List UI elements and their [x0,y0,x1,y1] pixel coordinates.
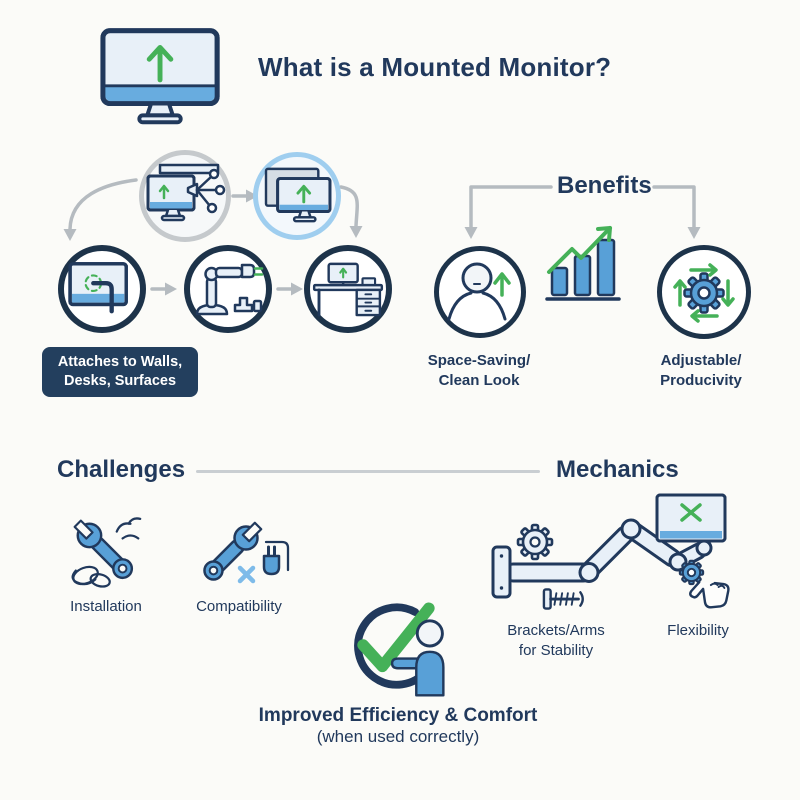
caption-line-1: Attaches to Walls, [57,354,183,370]
challenges-title: Challenges [57,456,186,483]
mounting-arm-plug-icon [195,263,264,316]
monitor-x-icon [655,493,727,543]
mechanics-flexibility-label: Flexibility [667,622,729,639]
caption-line-2: Desks, Surfaces [63,373,177,389]
curved-arrow-right [339,185,363,238]
attaches-caption: Attaches to Walls, Desks, Surfaces [42,347,198,397]
conclusion-title: Improved Efficiency & Comfort [258,705,538,726]
gear-icon [678,559,705,586]
flow-wall-circle [58,245,146,333]
checkmark-person-icon [354,602,445,697]
benefit-adjust-label-line1: Adjustable/ [660,352,742,369]
screw-icon [542,588,584,610]
conclusion-subtitle: (when used correctly) [316,727,480,746]
mechanics-brackets-label: Brackets/Arms for Stability [507,621,605,661]
benefit-space-circle [434,246,526,338]
benefit-space-label-line2: Clean Look [438,372,520,389]
gear-cycle-arrows-icon [673,263,735,323]
monitor-wall-bracket-icon [68,262,128,314]
person-up-arrow-icon [447,262,511,321]
flow-desk-circle [304,245,392,333]
section-divider-line [196,470,540,473]
mechanics-title: Mechanics [556,456,679,483]
monitor-up-arrow-icon [100,28,220,125]
benefit-space-label: Space-Saving/ Clean Look [428,351,531,391]
benefit-adjust-circle [657,245,751,339]
flow-step-install-circle [139,150,231,242]
mechanics-brackets-label-line1: Brackets/Arms [507,622,605,639]
flow-arm-circle [184,245,272,333]
wrench-plug-x-icon [203,521,290,584]
arrow-wall-to-arm [150,282,177,296]
flow-step-mounted-circle [253,152,341,240]
page-title: What is a Mounted Monitor? [258,52,612,82]
mechanics-brackets-label-line2: for Stability [518,642,594,659]
benefit-adjust-label: Adjustable/ Producivity [660,351,742,391]
desk-monitor-icon [312,262,384,317]
person-icon [390,619,445,697]
benefit-space-label-line1: Space-Saving/ [427,352,531,369]
benefits-bracket-right-arrow [652,185,701,239]
challenge-installation-label: Installation [70,598,142,615]
wrench-cables-icon [71,517,142,588]
growth-bar-chart-icon [545,226,621,301]
curved-arrow-left [63,178,138,241]
benefits-title: Benefits [557,172,652,199]
benefit-adjust-label-line2: Producivity [660,372,742,389]
monitor-mount-hardware-icon [146,163,226,222]
arrow-arm-to-desk [276,282,303,296]
hand-gear-icon [678,559,730,609]
challenge-compatibility-label: Compatibility [196,598,282,615]
benefits-bracket-left-arrow [464,185,553,239]
gear-icon [516,523,554,561]
dual-monitors-icon [264,167,332,223]
